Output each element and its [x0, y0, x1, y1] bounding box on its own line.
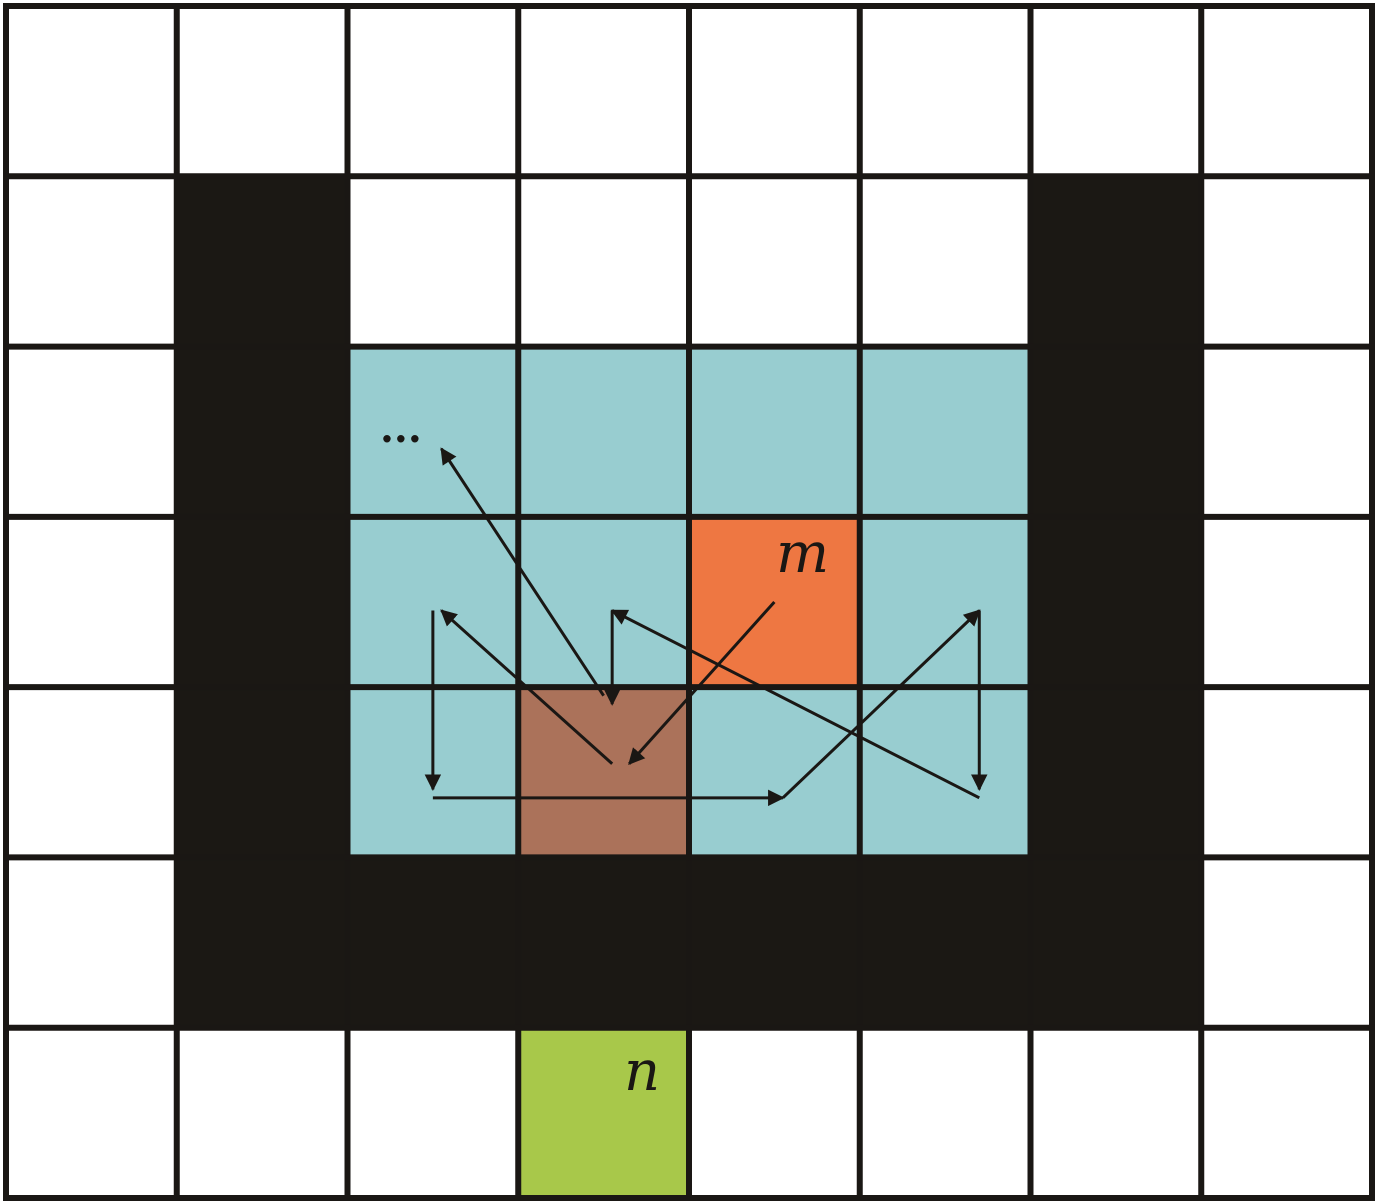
wall-cell — [176, 687, 348, 858]
empty-cell — [1201, 857, 1372, 1028]
wall-cell — [859, 857, 1031, 1028]
empty-cell — [1201, 6, 1372, 177]
empty-cell — [518, 6, 689, 177]
region-cell — [859, 516, 1031, 688]
wall-cell — [176, 516, 348, 688]
empty-cell — [1201, 176, 1372, 347]
empty-cell — [1201, 346, 1372, 517]
empty-cell — [6, 6, 177, 177]
wall-cell — [1030, 516, 1202, 688]
continuation-dots-label: ... — [380, 405, 422, 452]
empty-cell — [176, 6, 348, 177]
wall-cell — [347, 857, 519, 1028]
arrow-center-to-upper-left — [440, 609, 614, 765]
empty-cell — [6, 176, 177, 347]
empty-cell — [689, 6, 860, 177]
arrow-to-dots — [440, 447, 605, 697]
region-cell — [518, 516, 689, 688]
empty-cell — [347, 1027, 519, 1198]
arrow-m-to-center — [628, 600, 776, 765]
empty-cell — [6, 516, 177, 688]
region-cell — [689, 687, 860, 858]
region-cell — [518, 346, 689, 517]
empty-cell — [6, 857, 177, 1028]
region-cell — [859, 346, 1031, 517]
wall-cell — [689, 857, 860, 1028]
empty-cell — [347, 176, 519, 347]
wall-cell — [176, 857, 348, 1028]
empty-cell — [1201, 516, 1372, 688]
grid-cells — [6, 6, 1372, 1198]
wall-cell — [176, 176, 348, 347]
wall-cell — [1030, 687, 1202, 858]
empty-cell — [1201, 1027, 1372, 1198]
region-cell — [689, 346, 860, 517]
current-cell — [518, 687, 689, 858]
n-cell — [518, 1027, 689, 1198]
m-cell-label: m — [776, 521, 829, 586]
empty-cell — [689, 1027, 860, 1198]
path-arrows — [424, 447, 988, 807]
wall-cell — [1030, 857, 1202, 1028]
empty-cell — [859, 6, 1031, 177]
empty-cell — [1030, 1027, 1202, 1198]
wall-cell — [176, 346, 348, 517]
empty-cell — [689, 176, 860, 347]
empty-cell — [176, 1027, 348, 1198]
empty-cell — [1030, 6, 1202, 177]
empty-cell — [347, 6, 519, 177]
wall-cell — [1030, 346, 1202, 517]
arrow-up-right — [781, 609, 981, 799]
empty-cell — [859, 1027, 1031, 1198]
grid-lines — [3, 3, 1375, 1201]
empty-cell — [518, 176, 689, 347]
region-cell — [347, 346, 519, 517]
wall-cell — [1030, 176, 1202, 347]
empty-cell — [859, 176, 1031, 347]
empty-cell — [1201, 687, 1372, 858]
empty-cell — [6, 1027, 177, 1198]
n-cell-label: n — [624, 1039, 660, 1104]
wall-cell — [518, 857, 689, 1028]
empty-cell — [6, 687, 177, 858]
empty-cell — [6, 346, 177, 517]
arrow-to-upper-middle — [610, 609, 980, 800]
region-cell — [859, 687, 1031, 858]
